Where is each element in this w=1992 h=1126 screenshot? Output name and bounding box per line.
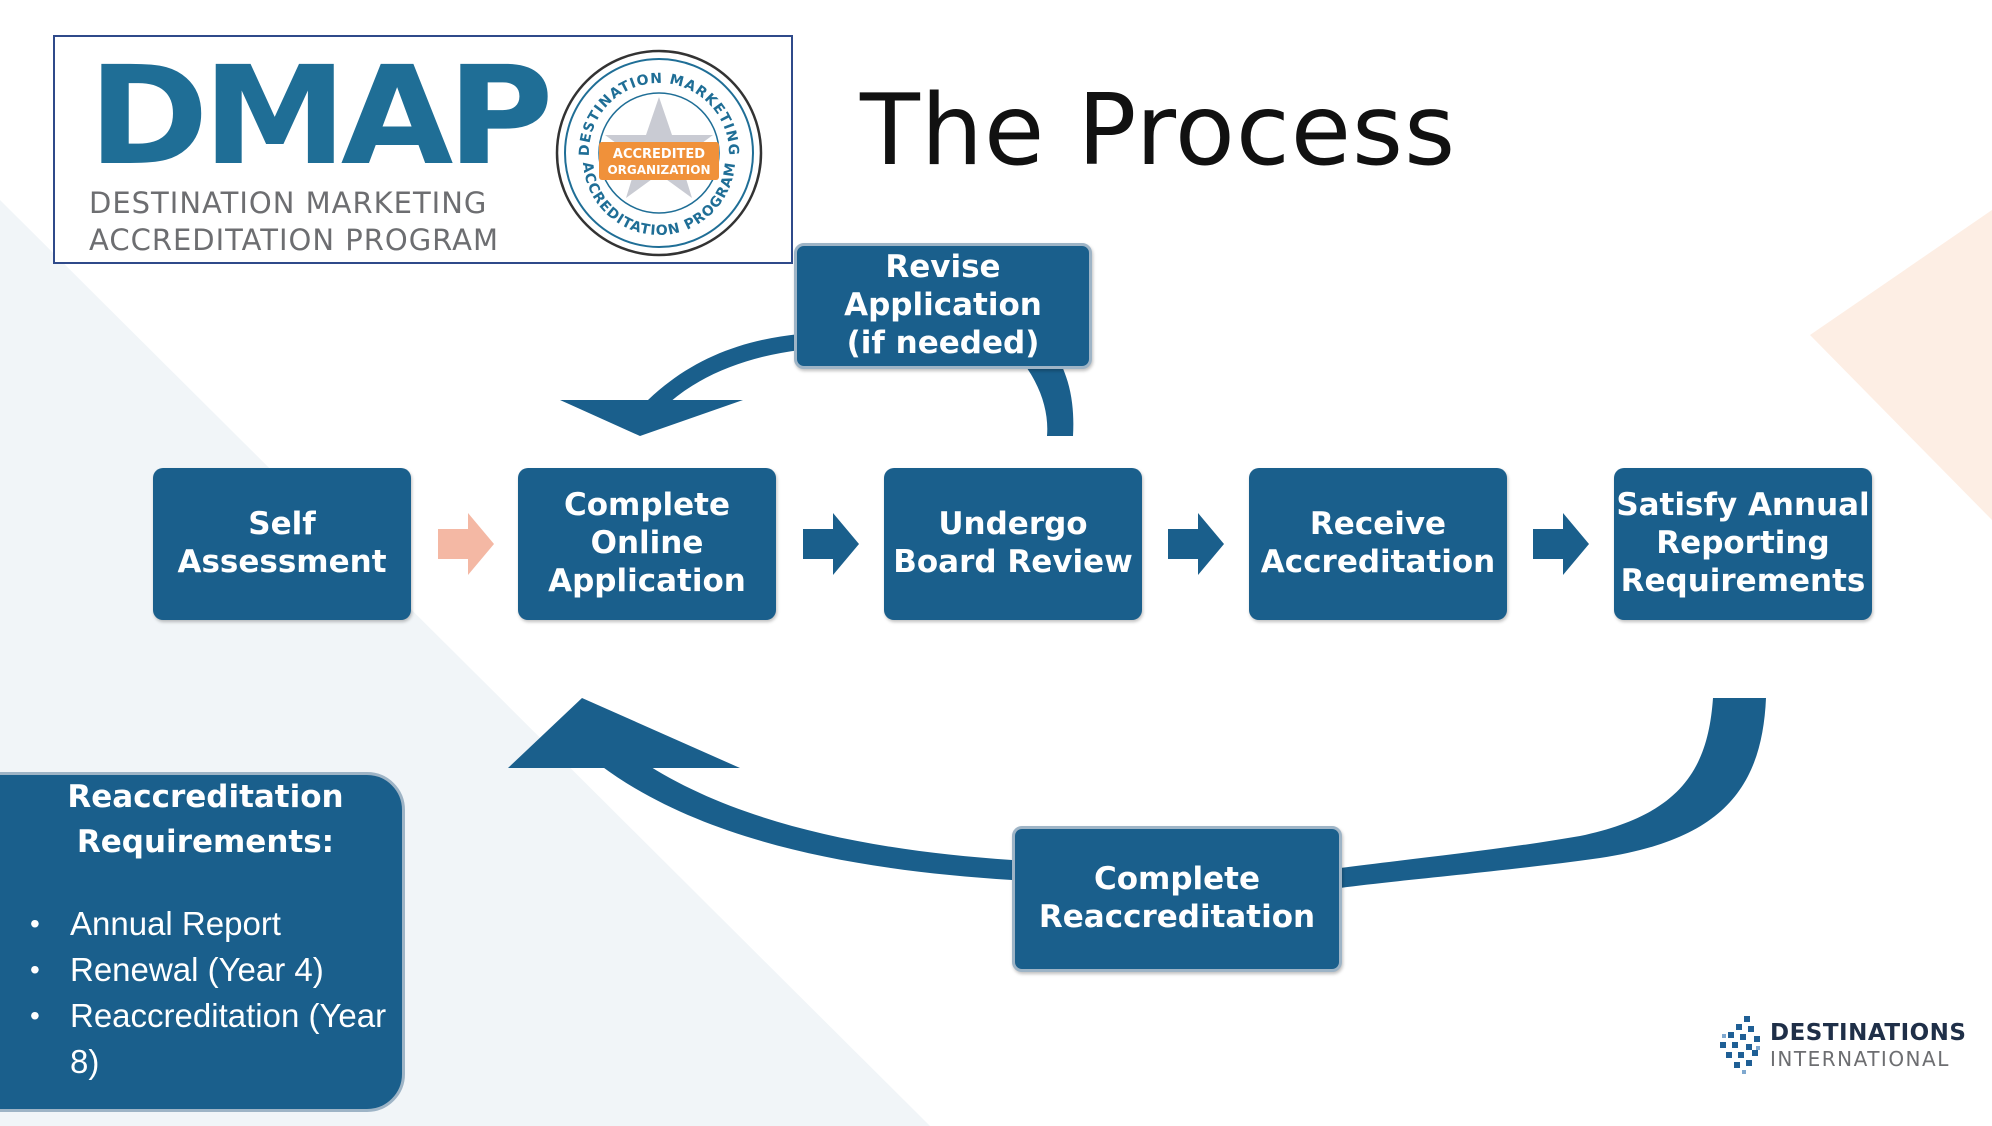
reaccreditation-requirements-panel: Reaccreditation Requirements: • Annual Re… (0, 772, 405, 1112)
step-receive-accreditation: Receive Accreditation (1249, 468, 1507, 620)
connector-arrow-2 (803, 513, 859, 575)
list-item-text: Reaccreditation (Year 8) (70, 997, 387, 1080)
dmap-wordmark: DMAP (88, 38, 554, 196)
slide-title: The Process (860, 74, 1457, 188)
complete-reaccreditation-box: Complete Reaccreditation (1012, 826, 1342, 972)
revise-application-label: Revise Application (if needed) (844, 249, 1042, 361)
complete-reaccreditation-label: Complete Reaccreditation (1038, 861, 1316, 935)
connector-arrow-4 (1533, 513, 1589, 575)
list-item-text: Annual Report (70, 905, 281, 942)
step-label: Complete Online Application (548, 487, 746, 599)
requirements-list: • Annual Report • Renewal (Year 4) • Reaccr… (30, 901, 400, 1085)
bullet-icon: • (30, 908, 40, 939)
connector-arrow-3 (1168, 513, 1224, 575)
list-item-text: Renewal (Year 4) (70, 951, 324, 988)
dmap-tagline-line2: ACCREDITATION PROGRAM (89, 223, 500, 257)
list-item: • Renewal (Year 4) (30, 947, 400, 993)
revise-loop-arrowhead (560, 400, 743, 436)
reaccreditation-loop-left (600, 760, 1012, 880)
footer-brand-line1: DESTINATIONS (1770, 1020, 1967, 1046)
step-satisfy-annual-reporting: Satisfy Annual Reporting Requirements (1614, 468, 1872, 620)
footer-brand-line2: INTERNATIONAL (1770, 1047, 1950, 1071)
step-label: Receive Accreditation (1260, 506, 1496, 580)
revise-loop-arrow-body (648, 334, 800, 402)
requirements-title: Reaccreditation Requirements: (67, 779, 344, 860)
bullet-icon: • (30, 954, 40, 985)
destinations-international-logo-icon (1720, 1016, 1760, 1074)
step-undergo-board-review: Undergo Board Review (884, 468, 1142, 620)
dmap-tagline-line1: DESTINATION MARKETING (89, 186, 488, 220)
reaccreditation-loop-arrowhead (508, 698, 740, 768)
seal-badge-line1: ACCREDITED (613, 147, 705, 162)
step-complete-online-application: Complete Online Application (518, 468, 776, 620)
accreditation-seal-icon: ACCREDITED ORGANIZATION DESTINATION MARK… (555, 49, 763, 257)
revise-application-box: Revise Application (if needed) (794, 243, 1092, 369)
list-item: • Reaccreditation (Year 8) (30, 993, 400, 1085)
list-item: • Annual Report (30, 901, 400, 947)
dmap-logo: DMAP DESTINATION MARKETING ACCREDITATION… (53, 35, 793, 264)
step-self-assessment: Self Assessment (153, 468, 411, 620)
step-label: Self Assessment (177, 506, 387, 580)
seal-badge-line2: ORGANIZATION (607, 163, 710, 177)
bullet-icon: • (30, 1000, 40, 1031)
step-label: Satisfy Annual Reporting Requirements (1616, 487, 1870, 599)
reaccreditation-loop-right (1340, 698, 1766, 888)
step-label: Undergo Board Review (893, 506, 1133, 580)
connector-arrow-1 (438, 513, 494, 575)
